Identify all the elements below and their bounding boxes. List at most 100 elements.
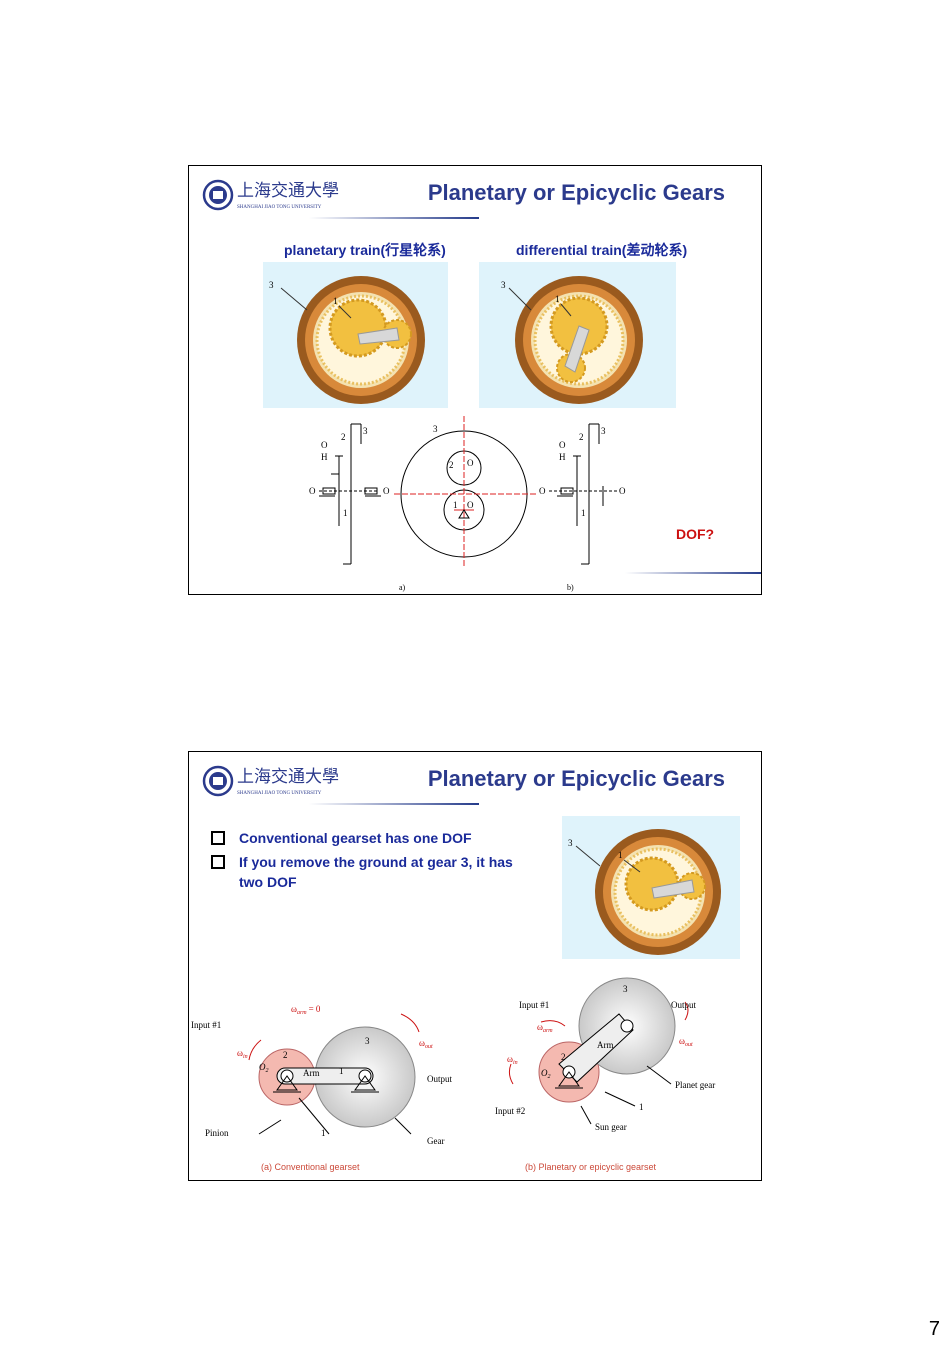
bullet-list: Conventional gearset has one DOF If you … [211,828,531,896]
s-2b: 2 [579,432,584,442]
s-2c: 2 [449,460,454,470]
s-oc: O [467,500,474,510]
title-rule [309,217,479,219]
svg-text:ωout: ωout [679,1036,693,1048]
in-sub: in [243,1054,248,1060]
slide-title: Planetary or Epicyclic Gears [427,180,725,205]
planetary-gear-image: 3 1 [562,816,740,959]
gear-train-schematic: 3 2 O H O O 1 3 2 O 1 O 3 2 O H O O 1 a)… [309,416,626,592]
svg-text:ωarm= 0: ωarm= 0 [291,1004,321,1016]
slide-1: 上海交通大學 SHANGHAI JIAO TONG UNIVERSITY Pla… [188,165,762,595]
slide-title: Planetary or Epicyclic Gears [427,766,725,791]
o2: O [541,1068,548,1078]
gear-label: Gear [427,1136,445,1146]
gear-2-label: 2 [283,1050,288,1060]
in-sub: in [513,1060,518,1066]
sjtu-logo: 上海交通大學 SHANGHAI JIAO TONG UNIVERSITY [202,179,339,211]
s-ob2: O [619,486,626,496]
title-rule [309,803,479,805]
s-3c: 3 [433,424,438,434]
s-1a: 1 [343,508,348,518]
planet-gear-label: Planet gear [675,1080,715,1090]
bullet-item: If you remove the ground at gear 3, it h… [211,852,531,892]
svg-text:O2: O2 [541,1068,551,1080]
omega-arm: ω [537,1022,543,1032]
output-label: Output [427,1074,453,1084]
page-number: 7 [928,1318,940,1340]
caption-b: (b) Planetary or epicyclic gearset [525,1162,657,1172]
omega-in: ω [237,1048,243,1058]
out-sub: out [425,1044,433,1050]
sun-gear-label: Sun gear [595,1122,627,1132]
caption-a: (a) Conventional gearset [261,1162,360,1172]
s-o1a: O [321,440,328,450]
sjtu-logo: 上海交通大學 SHANGHAI JIAO TONG UNIVERSITY [202,765,339,797]
arm-label: Arm [303,1068,320,1078]
o2-sub: 2 [548,1074,551,1080]
label-1: 1 [333,296,338,306]
checkbox-icon [211,855,225,869]
label-1: 1 [618,850,623,860]
planetary-gearset-diagram: Output Input #1 Input #2 ωarm ωin ωout 3… [495,977,715,1172]
output-label: Output [671,1000,697,1010]
checkbox-icon [211,831,225,845]
o2-sub: 2 [266,1068,269,1074]
label-3: 3 [501,280,506,290]
s-3a: 3 [363,426,368,436]
logo-chinese: 上海交通大學 [237,767,339,787]
omega-in: ω [507,1054,513,1064]
pinion-label: Pinion [205,1128,229,1138]
omega-out: ω [419,1038,425,1048]
bullet-item: Conventional gearset has one DOF [211,828,531,848]
dof-question: DOF? [676,526,715,542]
s-3b: 3 [601,426,606,436]
input1-label: Input #1 [191,1020,221,1030]
label-3: 3 [568,838,573,848]
s-b-caption: b) [567,583,574,592]
s-o1c: O [467,458,474,468]
planetary-gear-image: 3 1 [263,262,448,408]
arm-sub: arm [297,1010,307,1016]
svg-text:ωarm: ωarm [537,1022,553,1034]
omega-arm: ω [291,1004,297,1014]
s-1b: 1 [581,508,586,518]
label-1: 1 [555,294,560,304]
gear-3-label: 3 [365,1036,370,1046]
svg-text:ωin: ωin [237,1048,248,1060]
differential-train-label: differential train(差动轮系) [516,242,688,258]
svg-text:ωout: ωout [419,1038,433,1050]
input2-label: Input #2 [495,1106,525,1116]
differential-gear-image: 3 1 [479,262,676,408]
logo-chinese: 上海交通大學 [237,181,339,201]
one-label: 1 [639,1102,644,1112]
logo-english: SHANGHAI JIAO TONG UNIVERSITY [237,791,322,796]
gear-3-label: 3 [623,984,628,994]
omega-out: ω [679,1036,685,1046]
gear-1-label: 1 [339,1066,344,1076]
out-sub: out [685,1042,693,1048]
logo-english: SHANGHAI JIAO TONG UNIVERSITY [237,205,322,210]
planetary-train-label: planetary train(行星轮系) [284,242,446,258]
s-a-caption: a) [399,583,406,592]
input1-label: Input #1 [519,1000,549,1010]
gear-2-label: 2 [561,1052,566,1062]
s-oa2: O [383,486,390,496]
s-2a: 2 [341,432,346,442]
conventional-gearset-diagram: Input #1 ωarm= 0 ωin ωout 2 3 1 O2 Arm O… [191,1004,453,1172]
s-oa: O [309,486,316,496]
one-label: 1 [321,1128,326,1138]
s-o1b: O [559,440,566,450]
s-hb: H [559,452,566,462]
s-ha: H [321,452,328,462]
s-1c: 1 [453,500,458,510]
arm-eq: = 0 [309,1004,321,1014]
slide-2: 上海交通大學 SHANGHAI JIAO TONG UNIVERSITY Pla… [188,751,762,1181]
label-3: 3 [269,280,274,290]
arm-sub: arm [543,1028,553,1034]
s-ob: O [539,486,546,496]
arm-label: Arm [597,1040,614,1050]
svg-text:ωin: ωin [507,1054,518,1066]
svg-text:O2: O2 [259,1062,269,1074]
o2: O [259,1062,266,1072]
bottom-rule [625,572,761,574]
